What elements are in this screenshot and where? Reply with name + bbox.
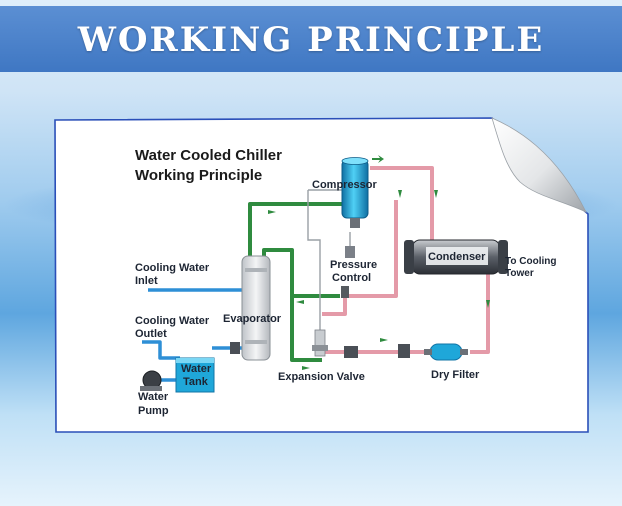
pressure-control-label-2: Control xyxy=(332,272,371,284)
expansion-valve-label: Expansion Valve xyxy=(278,371,365,383)
cooling-water-inlet-label-2: Inlet xyxy=(135,275,158,287)
expansion-valve xyxy=(312,329,328,357)
diagram-title-line2: Working Principle xyxy=(135,167,262,184)
water-pump xyxy=(140,370,162,391)
page-title: WORKING PRINCIPLE xyxy=(77,20,545,60)
water-tank xyxy=(175,357,215,393)
condenser-label: Condenser xyxy=(428,251,486,263)
compressor-label: Compressor xyxy=(312,179,378,191)
to-cooling-tower-label-2: Tower xyxy=(505,268,534,279)
cooling-water-outlet-label-1: Cooling Water xyxy=(135,315,210,327)
diagram-title-line1: Water Cooled Chiller xyxy=(135,147,282,164)
water-pump-label-2: Pump xyxy=(138,405,169,417)
refrigerant-cold-lines xyxy=(248,202,348,362)
water-pump-label-1: Water xyxy=(138,391,169,403)
cooling-water-inlet-label-1: Cooling Water xyxy=(135,262,210,274)
control-lines xyxy=(307,189,351,330)
evaporator xyxy=(241,255,271,361)
pressure-control-label-1: Pressure xyxy=(330,259,377,271)
compressor xyxy=(341,157,369,228)
title-banner: WORKING PRINCIPLE xyxy=(0,6,622,72)
cooling-water-outlet-label-2: Outlet xyxy=(135,328,167,340)
dry-filter xyxy=(424,343,468,361)
dry-filter-label: Dry Filter xyxy=(431,369,480,381)
line-fittings xyxy=(230,342,410,358)
to-cooling-tower-label-1: To Cooling xyxy=(505,256,556,267)
condenser xyxy=(404,239,508,275)
water-tank-label-2: Tank xyxy=(183,376,209,388)
flow-arrows xyxy=(268,155,508,370)
water-tank-label-1: Water xyxy=(181,363,212,375)
pressure-control xyxy=(341,246,355,298)
evaporator-label: Evaporator xyxy=(223,313,282,325)
page-curl xyxy=(491,117,587,213)
